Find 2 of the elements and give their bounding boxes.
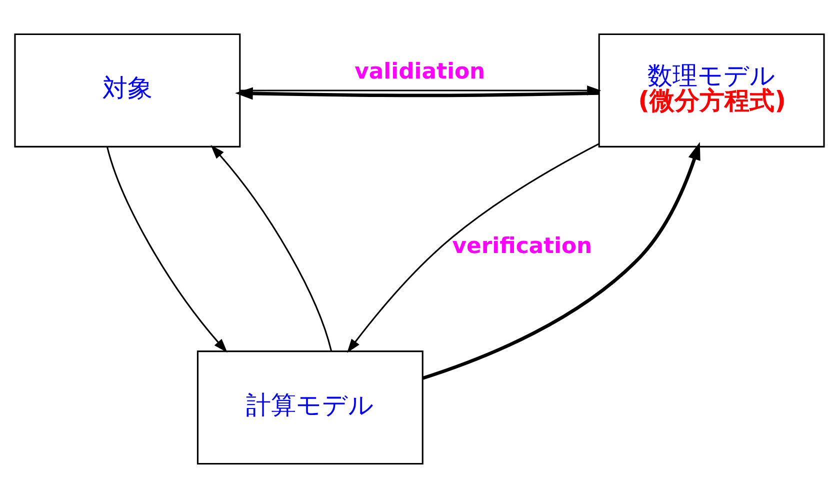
edge-label: verification	[452, 234, 592, 259]
edge-label: validiation	[354, 58, 486, 84]
